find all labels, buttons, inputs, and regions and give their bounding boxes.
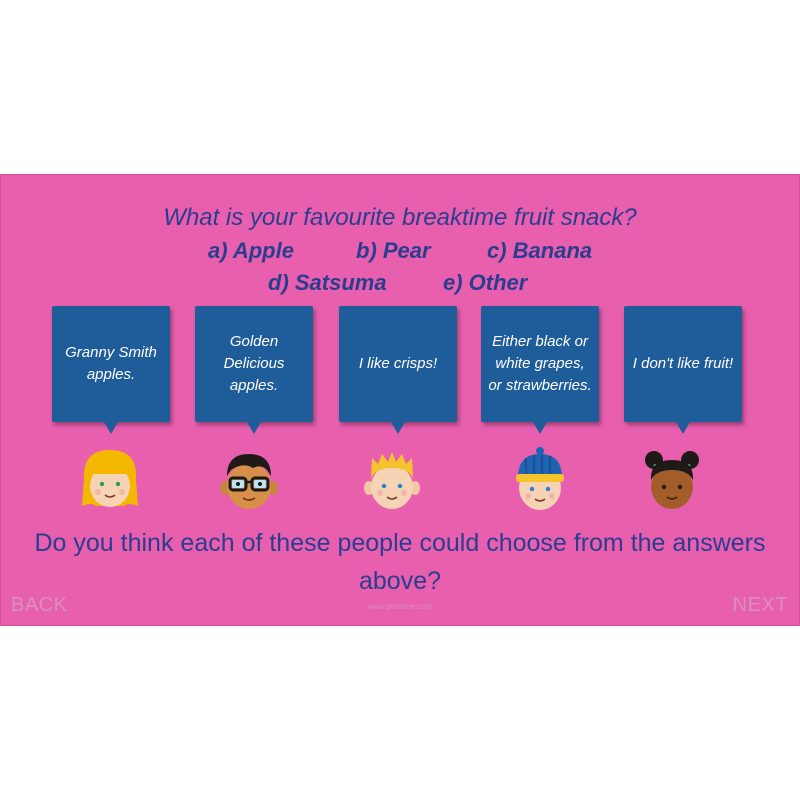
speech-bubble-3: I like crisps! <box>339 306 457 434</box>
bottom-question: Do you think each of these people could … <box>34 529 766 595</box>
slide: What is your favourite breaktime fruit s… <box>0 174 800 626</box>
boy-with-hat-face-icon <box>516 447 564 510</box>
option-other[interactable]: e) Other <box>443 270 528 295</box>
speech-bubble-2: Golden Delicious apples. <box>195 306 313 434</box>
speech-bubble-5: I don't like fruit! <box>624 306 742 434</box>
watermark: www.planbee.com <box>367 602 433 611</box>
question-title: What is your favourite breaktime fruit s… <box>163 204 637 231</box>
option-banana[interactable]: c) Banana <box>487 238 593 263</box>
girl-with-buns-face-icon <box>645 451 699 509</box>
option-pear[interactable]: b) Pear <box>356 238 431 263</box>
speech-bubble-1: Granny Smith apples. <box>52 306 170 434</box>
boy-with-glasses-face-icon <box>220 454 278 509</box>
option-satsuma[interactable]: d) Satsuma <box>268 270 387 295</box>
options-row-1: a) Apple b) Pear c) Banana <box>0 238 800 268</box>
speech-bubble-4: Either black or white grapes, or strawbe… <box>481 306 599 434</box>
back-button[interactable]: BACK <box>11 594 68 616</box>
options-row-2: d) Satsuma e) Other <box>0 270 800 300</box>
blond-boy-face-icon <box>364 452 420 509</box>
blonde-girl-face-icon <box>82 450 138 507</box>
option-apple[interactable]: a) Apple <box>208 238 294 263</box>
next-button[interactable]: NEXT <box>732 594 788 616</box>
